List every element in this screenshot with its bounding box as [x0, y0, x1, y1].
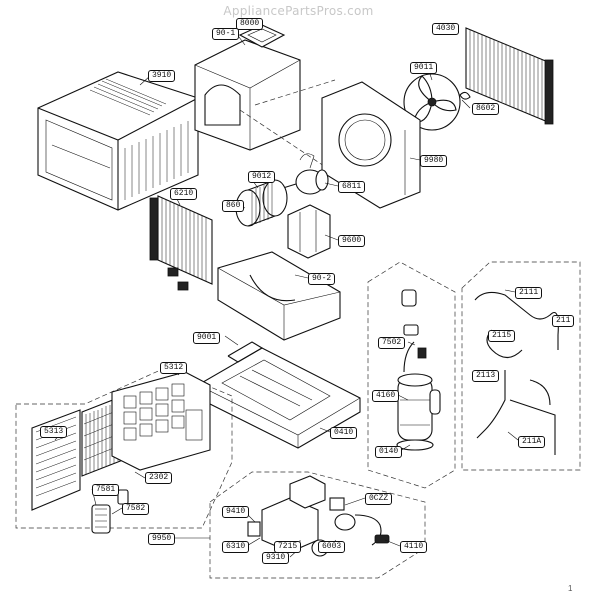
label-2113: 2113: [472, 370, 500, 382]
label-4110: 4110: [400, 541, 428, 553]
condenser-coil: [465, 27, 554, 125]
label-5312: 5312: [160, 362, 188, 374]
label-211A: 211A: [518, 436, 546, 448]
label-9950: 9950: [148, 533, 176, 545]
label-0140: 0140: [375, 446, 403, 458]
label-2302: 2302: [145, 472, 173, 484]
electrical-group: [209, 471, 426, 579]
label-2115: 2115: [488, 330, 516, 342]
label-9600: 9600: [338, 235, 366, 247]
label-7582: 7582: [122, 503, 150, 515]
front-panel-frame: [111, 371, 211, 471]
label-6811: 6811: [338, 181, 366, 193]
motor-mount: [287, 204, 331, 259]
tubing-group: [461, 261, 581, 471]
label-90-1: 90-1: [212, 28, 240, 40]
label-9012: 9012: [248, 171, 276, 183]
label-8000: 8000: [236, 18, 264, 30]
evaporator-coil: [149, 195, 213, 291]
label-9410: 9410: [222, 506, 250, 518]
label-5313: 5313: [40, 426, 68, 438]
label-6310: 6310: [222, 541, 250, 553]
control-box: [247, 475, 390, 557]
label-9001: 9001: [193, 332, 221, 344]
cabinet-wrapper: [37, 71, 199, 211]
spring-clip: [459, 91, 471, 100]
label-6003: 6003: [318, 541, 346, 553]
label-7581: 7581: [92, 484, 120, 496]
watermark: AppliancePartsPros.com: [223, 4, 374, 18]
front-grille: [31, 409, 81, 511]
condenser-fan: [403, 73, 461, 131]
label-211: 211: [552, 315, 575, 327]
label-6210: 6210: [170, 188, 198, 200]
label-0410: 0410: [330, 427, 358, 439]
label-2111: 2111: [515, 287, 543, 299]
label-7502: 7502: [378, 337, 406, 349]
label-4030: 4030: [432, 23, 460, 35]
air-guide-upper: [194, 24, 336, 171]
fan-shroud: [321, 81, 421, 209]
label-9980: 9980: [420, 155, 448, 167]
front-panel-group: [15, 367, 233, 529]
label-90-2: 90-2: [308, 273, 336, 285]
label-9310: 9310: [262, 552, 290, 564]
label-9011: 9011: [410, 62, 438, 74]
compressor-overload: [401, 289, 427, 359]
label-4160: 4160: [372, 390, 400, 402]
page-number: 1: [568, 584, 573, 593]
label-860: 860: [222, 200, 245, 212]
air-guide-lower: [217, 251, 341, 341]
label-3910: 3910: [148, 70, 176, 82]
label-0CZZ: 0CZZ: [365, 493, 393, 505]
bracket: [227, 341, 264, 363]
label-8602: 8602: [472, 103, 500, 115]
